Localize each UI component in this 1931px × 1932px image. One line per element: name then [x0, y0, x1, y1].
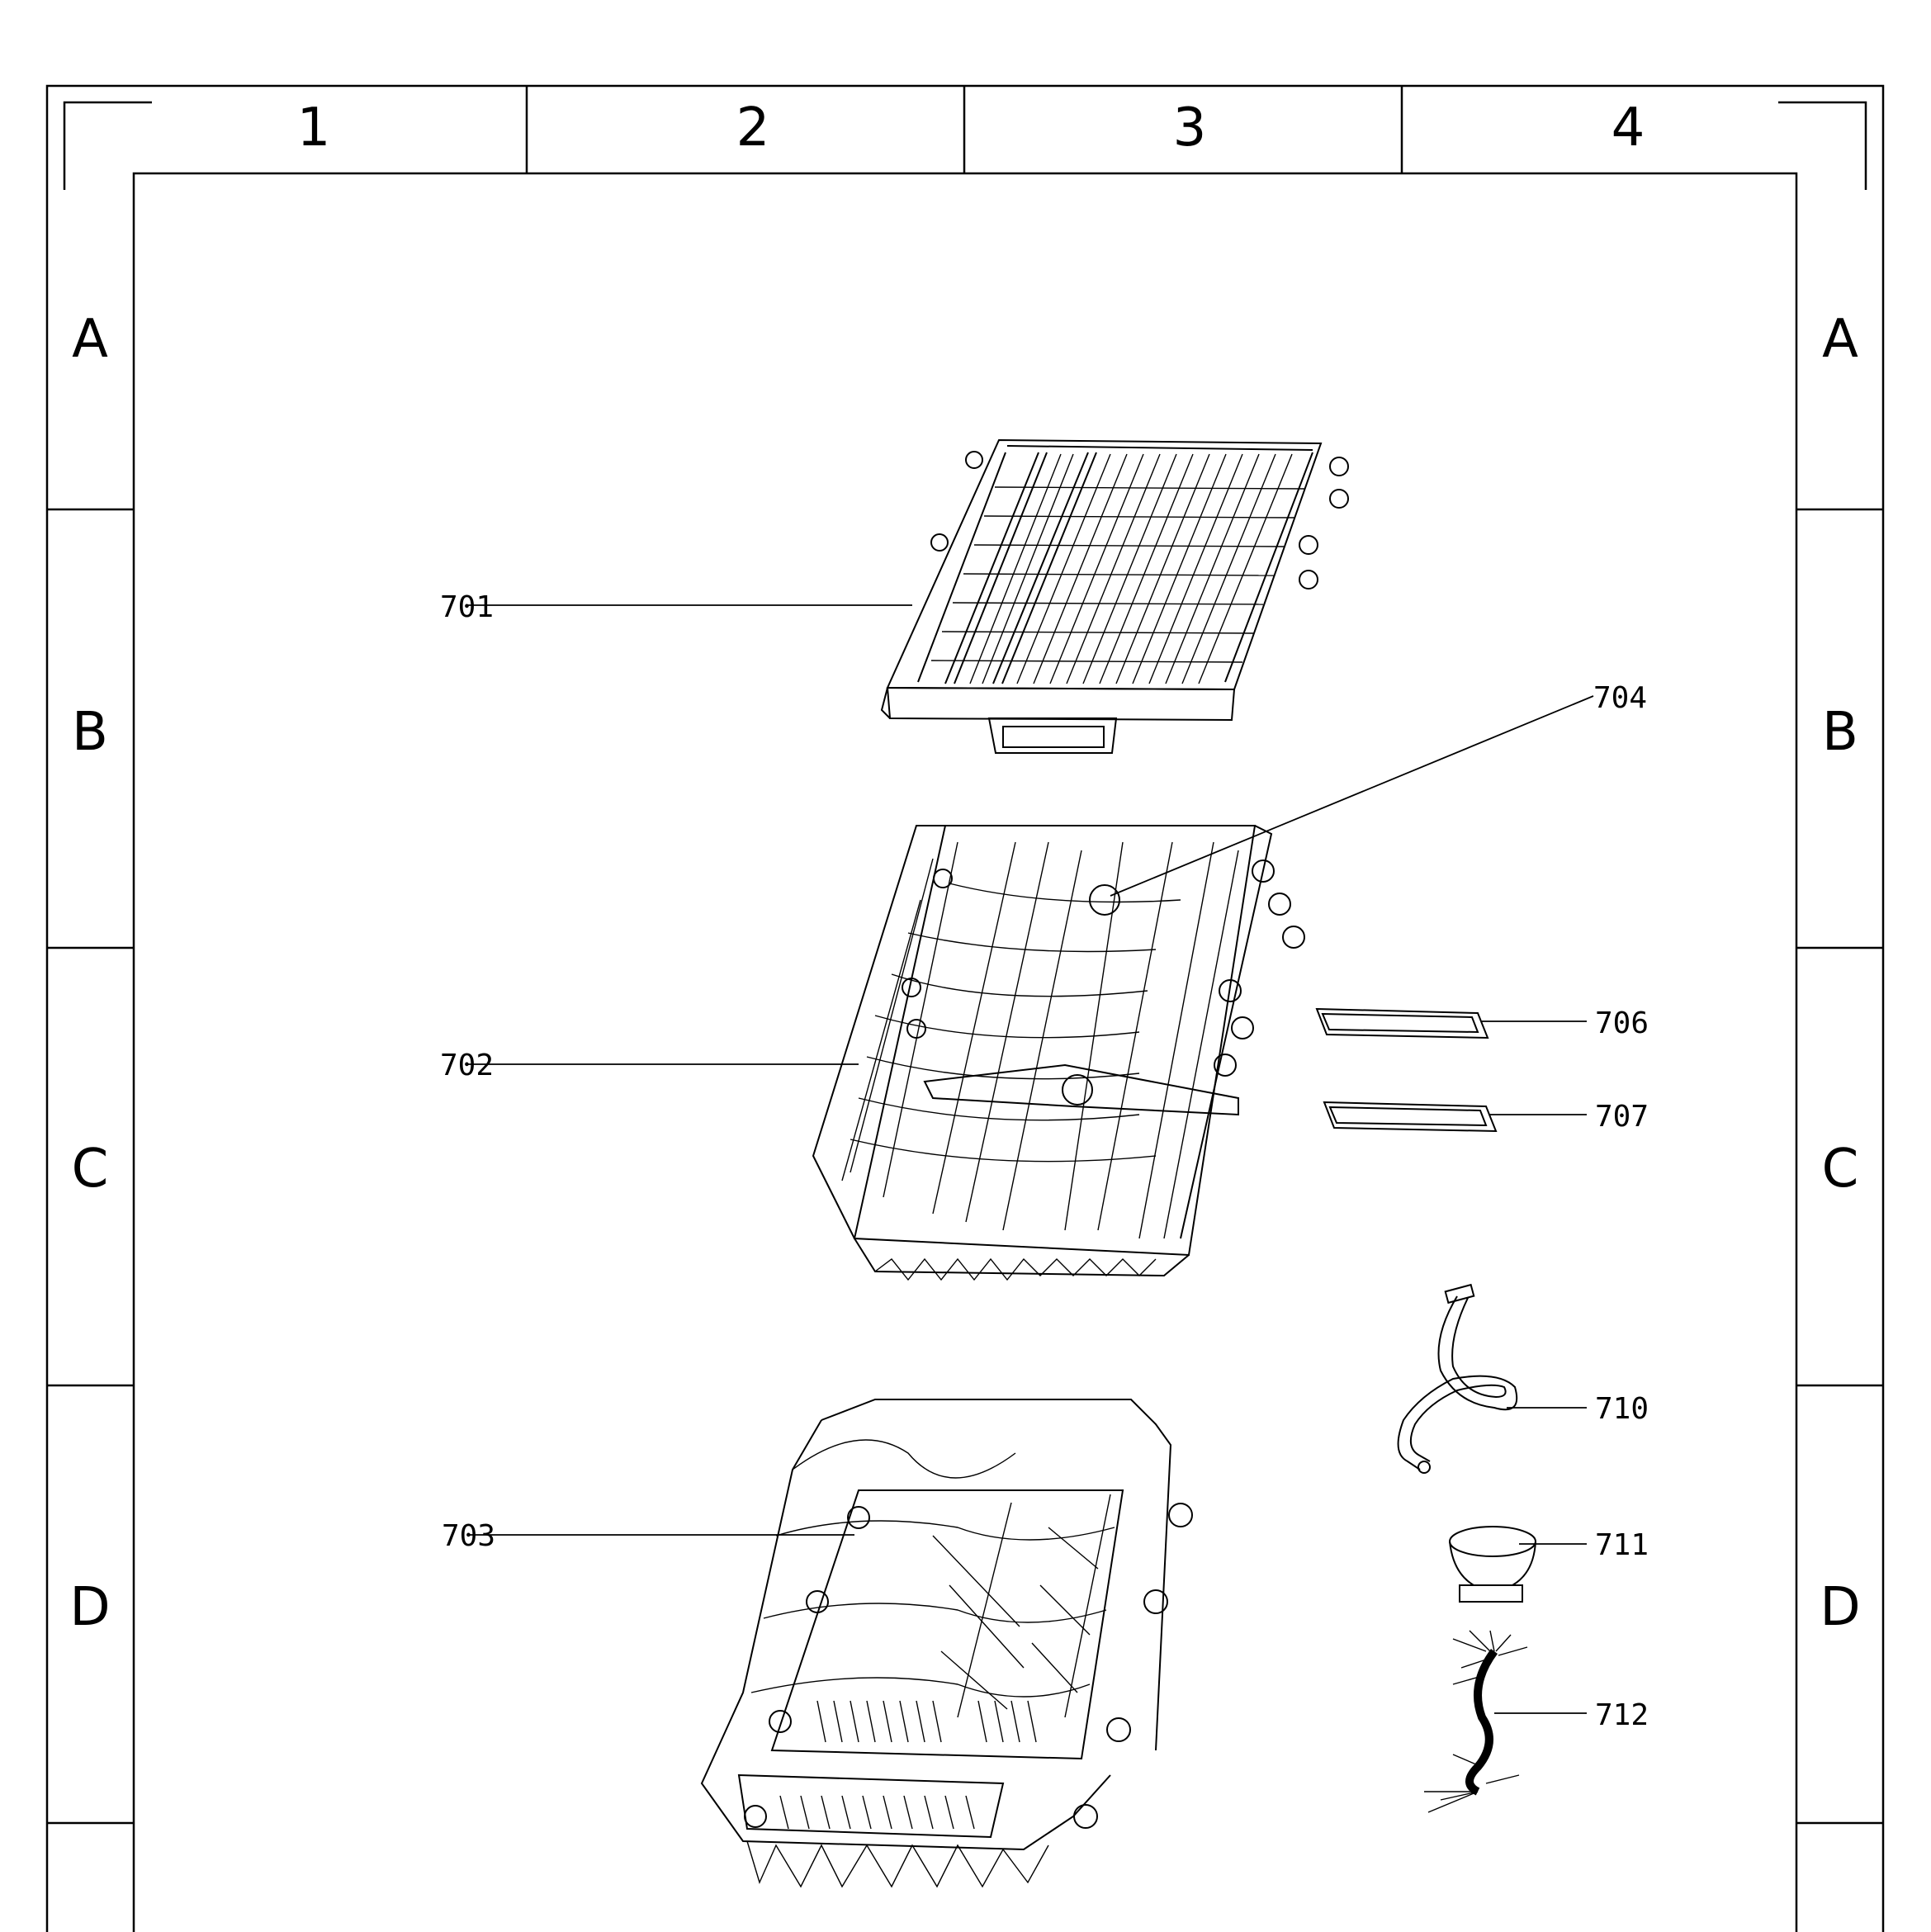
callout-704: 704: [1110, 681, 1647, 897]
wiring-harness-illustration: [1424, 1630, 1528, 1813]
upper-basket-illustration: [812, 825, 1305, 1281]
callout-702: 702: [440, 1049, 859, 1082]
callout-712: 712: [1494, 1698, 1649, 1732]
column-label: 1: [297, 97, 331, 159]
drawing-frame: [45, 84, 1885, 1932]
knob-illustration: [1449, 1526, 1536, 1603]
column-labels: 1 2 3 4: [297, 97, 1645, 159]
column-label: 4: [1612, 97, 1645, 159]
lower-basket-illustration: [700, 1399, 1193, 1888]
callout-710: 710: [1507, 1392, 1649, 1426]
row-label: A: [72, 309, 108, 370]
hose-illustration: [1397, 1283, 1518, 1474]
row-label: B: [1822, 702, 1858, 763]
callout-label-704: 704: [1593, 681, 1647, 715]
column-label: 2: [736, 97, 770, 159]
rail-cap-707-illustration: [1323, 1101, 1498, 1133]
rail-cap-706-illustration: [1315, 1007, 1489, 1039]
row-label: D: [69, 1577, 110, 1638]
callout-711: 711: [1519, 1528, 1649, 1562]
callout-label-701: 701: [440, 590, 494, 624]
cutlery-tray-illustration: [880, 438, 1349, 754]
row-label: D: [1820, 1577, 1860, 1638]
callout-701: 701: [440, 590, 912, 624]
callout-label-707: 707: [1595, 1100, 1649, 1134]
row-label: C: [72, 1139, 109, 1200]
row-label: B: [72, 702, 108, 763]
callout-label-711: 711: [1595, 1528, 1649, 1562]
row-label: A: [1822, 309, 1858, 370]
column-label: 3: [1173, 97, 1207, 159]
callout-label-706: 706: [1595, 1006, 1649, 1040]
callout-703: 703: [442, 1519, 854, 1553]
callout-label-710: 710: [1595, 1392, 1649, 1426]
row-label: C: [1822, 1139, 1859, 1200]
callout-707: 707: [1490, 1100, 1649, 1134]
callout-label-702: 702: [440, 1049, 494, 1082]
row-labels-right: A B C D: [1820, 309, 1860, 1638]
row-labels-left: A B C D: [69, 309, 110, 1638]
callout-label-703: 703: [442, 1519, 495, 1553]
callout-706: 706: [1482, 1006, 1649, 1040]
callout-label-712: 712: [1595, 1698, 1649, 1732]
